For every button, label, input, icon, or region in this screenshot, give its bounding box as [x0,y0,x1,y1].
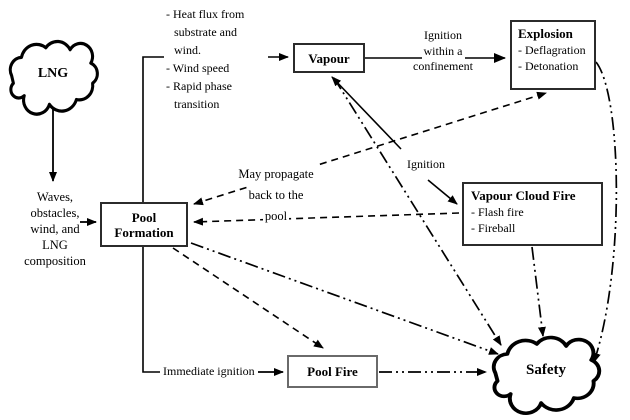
dashdot-arrow-vapour-cloud-fire-to-safety [531,246,546,337]
may-propagate-line: May propagate [236,164,316,185]
dashed-arrow-pool-formation-to-pool-fire [172,247,324,349]
explosion-title: Explosion [518,26,573,41]
may-propagate-line: pool [262,206,290,227]
connector-pool-formation-to-immediate-ignition [142,247,160,373]
factors-line: wind. [164,41,268,59]
vapour-cloud-fire-title: Vapour Cloud Fire [471,188,576,203]
may-propagate-line: back to the [246,185,306,206]
vapour-label: Vapour [308,50,350,66]
ignition-confinement-line: Ignition [422,28,464,44]
pool-formation-label-line: Formation [114,224,174,240]
factors-line: - Wind speed [164,59,268,77]
arrow-ignition-to-vapour [331,76,402,150]
pool-formation-box: Pool Formation [100,202,188,247]
factors-line: transition [164,95,268,113]
explosion-box: Explosion - Deflagration - Detonation [510,20,596,90]
ignition-confinement-line: within a [421,43,465,59]
dashdot-arrow-pool-formation-to-safety [190,242,499,355]
vapour-cloud-fire-box: Vapour Cloud Fire - Flash fire - Firebal… [462,182,603,246]
vapour-cloud-fire-item: - Fireball [471,221,516,235]
may-propagate-note: May propagate back to the pool [206,164,346,227]
pool-fire-label: Pool Fire [307,364,358,379]
waves-line: wind, and [30,222,80,236]
explosion-item: - Deflagration [518,43,586,57]
pool-to-vapour-factors-note: - Heat flux from substrate and wind. - W… [164,5,268,113]
pool-fire-box: Pool Fire [287,355,378,388]
vapour-cloud-fire-item: - Flash fire [471,205,524,219]
ignition-note: Ignition [405,157,455,172]
ignition-confinement-note: Ignition within a confinement [399,28,487,75]
waves-line: obstacles, [30,206,80,220]
dashdot-arrow-vapour-to-safety [333,77,502,346]
pool-formation-label-line: Pool [131,209,157,225]
ignition-confinement-line: confinement [411,59,475,75]
waves-line: LNG [42,238,68,252]
waves-line: Waves, [36,190,74,204]
safety-cloud-label: Safety [526,362,566,378]
dashdot-arc-explosion-to-safety [593,61,618,363]
factors-line: substrate and [164,23,268,41]
waves-line: composition [24,254,86,268]
immediate-ignition-note: Immediate ignition [163,364,257,379]
explosion-item: - Detonation [518,59,579,73]
lng-cloud-label: LNG [37,66,69,81]
waves-obstacles-note: Waves, obstacles, wind, and LNG composit… [15,189,95,269]
vapour-box: Vapour [293,43,365,73]
dashed-arrow-vapour-cloud-fire-to-pool [193,212,460,226]
safety-cloud-shape [491,335,602,415]
arrow-ignition-to-vapour-cloud-fire [427,179,458,205]
lng-cloud-shape [8,39,99,116]
factors-line: - Rapid phase [164,77,268,95]
factors-line: - Heat flux from [164,5,268,23]
